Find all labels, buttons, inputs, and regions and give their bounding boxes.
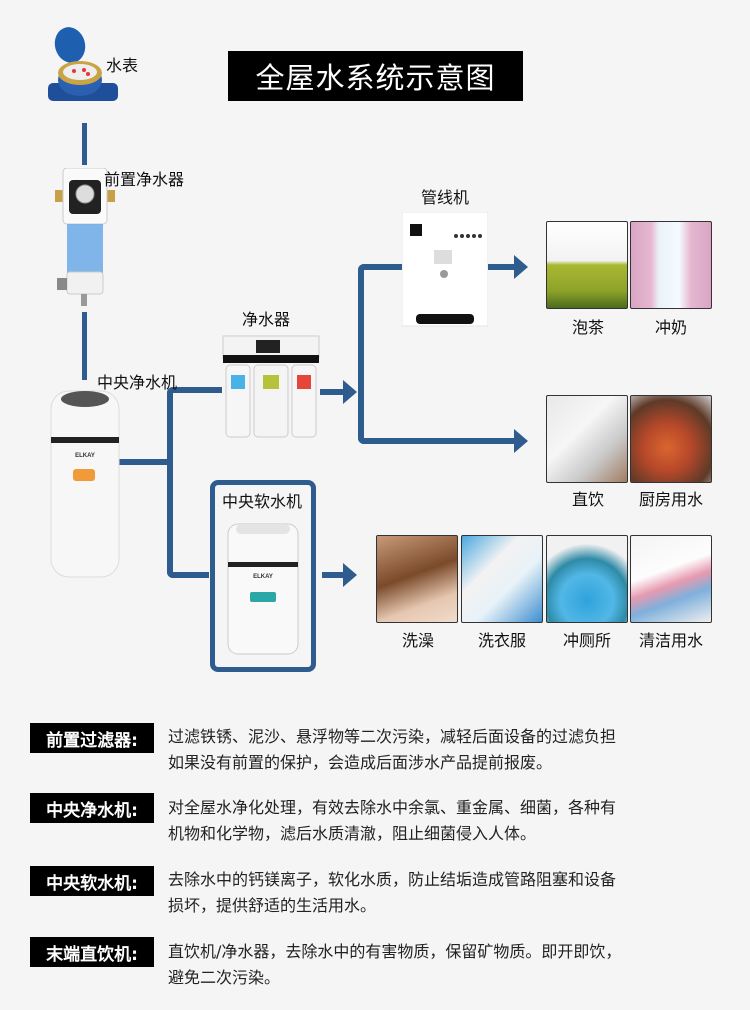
svg-text:ELKAY: ELKAY [75,453,95,459]
desc-tag-central-purifier: 中央净水机: [30,793,154,823]
central-softener-image: ELKAY [226,522,300,657]
desc-line: 避免二次污染。 [168,968,281,987]
desc-tag-terminal: 末端直饮机: [30,937,154,967]
pre-filter-image [55,167,115,308]
water-meter-image [40,25,120,115]
use-label-laundry: 洗衣服 [477,631,526,650]
bath-image [376,535,458,623]
desc-text-prefilter: 过滤铁锈、泥沙、悬浮物等二次污染，减轻后面设备的过滤负担 如果没有前置的保护，会… [168,724,728,776]
pipe-pipeline-out [488,264,518,270]
use-label-cleaning: 清洁用水 [638,631,703,650]
use-label-tea: 泡茶 [571,318,604,337]
milk-image [630,221,712,309]
page-title: 全屋水系统示意图 [228,51,523,101]
toilet-image [546,535,628,623]
cleaning-image [630,535,712,623]
central-purifier-label: 中央净水机 [97,373,178,392]
arrow-to-tea-milk [514,255,528,279]
pipe-to-pipeline-machine [358,264,403,270]
pipe-to-purifier [167,387,222,393]
central-softener-frame [210,480,316,672]
use-label-toilet: 冲厕所 [562,631,611,650]
pipe-meter-to-prefilter [82,123,87,165]
central-softener-label: 中央软水机 [222,492,303,511]
tea-image [546,221,628,309]
desc-line: 对全屋水净化处理，有效去除水中余氯、重金属、细菌，各种有 [168,798,617,817]
pipe-purifier-out [320,389,346,395]
pipe-softener-out [322,572,346,578]
desc-line: 过滤铁锈、泥沙、悬浮物等二次污染，减轻后面设备的过滤负担 [168,727,617,746]
use-label-kitchen: 厨房用水 [638,490,703,509]
central-purifier-image: ELKAY [50,389,120,579]
desc-line: 直饮机/净水器，去除水中的有害物质，保留矿物质。即开即饮， [168,942,622,961]
pipe-to-softener [167,572,209,578]
use-label-drink: 直饮 [571,490,604,509]
pipeline-machine-label: 管线机 [421,188,470,207]
arrow-purifier-out [343,380,357,404]
pipe-central-out [118,459,170,465]
desc-line: 损坏，提供舒适的生活用水。 [168,896,377,915]
drinking-image [546,395,628,483]
desc-line: 机物和化学物，滤后水质清澈，阻止细菌侵入人体。 [168,824,537,843]
purifier-image [222,335,320,440]
arrow-to-drink-kitchen [514,429,528,453]
water-meter-label: 水表 [106,56,139,75]
desc-text-terminal: 直饮机/净水器，去除水中的有害物质，保留矿物质。即开即饮， 避免二次污染。 [168,939,728,991]
desc-line: 去除水中的钙镁离子，软化水质，防止结垢造成管路阻塞和设备 [168,870,617,889]
purifier-label: 净水器 [242,310,291,329]
pipeline-machine-image [401,211,489,328]
laundry-image [461,535,543,623]
pipe-trunk-vertical [167,387,173,578]
kitchen-image [630,395,712,483]
use-label-bath: 洗澡 [401,631,434,650]
pre-filter-label: 前置净水器 [104,170,185,189]
desc-text-central-purifier: 对全屋水净化处理，有效去除水中余氯、重金属、细菌，各种有 机物和化学物，滤后水质… [168,795,728,847]
desc-tag-softener: 中央软水机: [30,866,154,896]
pipe-prefilter-to-central [82,312,87,380]
arrow-to-soft-uses [343,563,357,587]
desc-line: 如果没有前置的保护，会造成后面涉水产品提前报废。 [168,753,553,772]
desc-text-softener: 去除水中的钙镁离子，软化水质，防止结垢造成管路阻塞和设备 损坏，提供舒适的生活用… [168,867,728,919]
pipe-to-kitchen [358,438,518,444]
svg-text:ELKAY: ELKAY [253,574,273,580]
desc-tag-prefilter: 前置过滤器: [30,723,154,753]
pipe-branch-vertical [358,264,364,444]
use-label-milk: 冲奶 [654,318,687,337]
